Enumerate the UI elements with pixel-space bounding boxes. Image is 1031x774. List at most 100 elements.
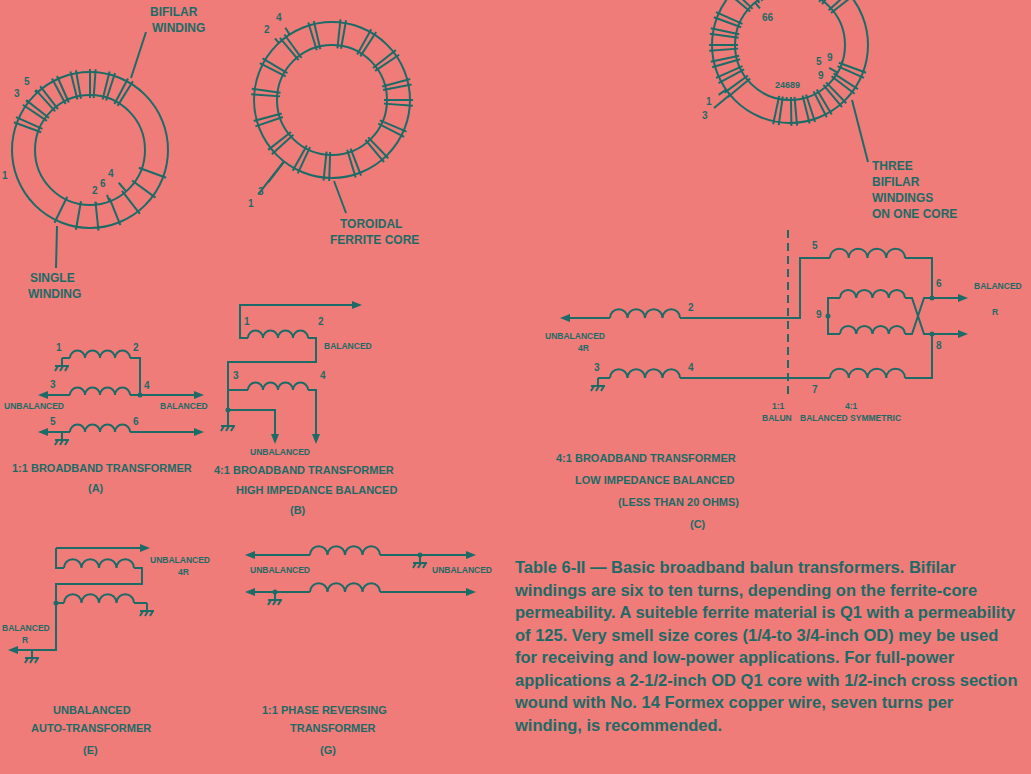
wire xyxy=(240,305,352,338)
winding-turn xyxy=(819,0,835,2)
winding-turn xyxy=(314,21,321,49)
caption: Table 6-II — Basic broadband balun trans… xyxy=(515,556,1020,736)
winding-turn xyxy=(814,91,827,117)
winding-symbol xyxy=(840,326,905,334)
part-label: UNBALANCED xyxy=(545,332,605,342)
winding-lead xyxy=(829,68,837,73)
pin-number: 5 xyxy=(50,416,56,428)
part-label: 4:1 xyxy=(845,402,857,412)
figure-title: HIGH IMPEDANCE BALANCED xyxy=(236,484,397,497)
part-label: UNBALANCED xyxy=(4,402,64,412)
winding-turn xyxy=(341,20,346,49)
winding-turn xyxy=(790,97,793,126)
winding-turn xyxy=(383,85,411,91)
winding-turn xyxy=(710,34,739,38)
ground-symbol xyxy=(55,366,58,371)
part-label: WINDING xyxy=(152,22,205,36)
part-label: UNBALANCED xyxy=(250,566,310,576)
part-label: WINDING xyxy=(28,288,81,302)
junction-dot xyxy=(418,553,423,558)
ground-symbol xyxy=(140,611,143,616)
figure-title: AUTO-TRANSFORMER xyxy=(31,722,151,735)
ground-symbol xyxy=(423,563,426,568)
toroid-core xyxy=(712,0,868,123)
winding-symbol xyxy=(610,309,680,318)
pin-number: 6 xyxy=(936,278,942,290)
pin-number: 2 xyxy=(264,24,270,36)
winding-turn xyxy=(94,69,96,98)
wire xyxy=(680,377,830,379)
winding-lead xyxy=(95,203,97,205)
part-label: BALANCED xyxy=(974,282,1022,292)
pin-number: 2 xyxy=(318,316,324,328)
part-label: BIFILAR xyxy=(872,176,919,190)
wire xyxy=(905,298,958,334)
arrowhead xyxy=(271,434,279,444)
junction-dot xyxy=(138,393,143,398)
arrowhead xyxy=(466,588,476,596)
winding-turn xyxy=(747,0,762,1)
winding-turn xyxy=(831,0,854,13)
leader-line xyxy=(56,226,57,268)
winding-symbol xyxy=(64,559,134,568)
winding-symbol xyxy=(830,249,905,258)
ground-lead xyxy=(31,650,33,658)
pin-number: 66 xyxy=(762,12,773,24)
wire xyxy=(905,298,958,334)
part-label: BIFILAR xyxy=(150,6,197,20)
pin-number: 6 xyxy=(133,416,139,428)
arrowhead xyxy=(312,434,320,444)
ground-symbol xyxy=(25,658,28,663)
pin-number: 1 xyxy=(248,198,254,210)
winding-turn xyxy=(118,81,133,106)
winding-turn xyxy=(268,132,291,150)
junction-dot xyxy=(273,590,278,595)
winding-symbol xyxy=(248,331,308,338)
wire xyxy=(380,591,466,593)
ground-symbol xyxy=(60,440,63,445)
winding-turn xyxy=(838,66,864,78)
winding-turn xyxy=(54,197,67,223)
figure-title: (A) xyxy=(88,482,103,495)
figure-title: (E) xyxy=(83,744,98,757)
winding-turn xyxy=(263,58,288,73)
winding-symbol xyxy=(64,594,134,603)
part-label: 24689 xyxy=(775,80,800,90)
winding-turn xyxy=(76,201,81,230)
part-label: ON ONE CORE xyxy=(872,208,957,222)
arrowhead xyxy=(194,391,204,399)
winding-turn xyxy=(384,104,413,106)
arrowhead xyxy=(140,544,150,552)
pin-number: 4 xyxy=(108,168,114,180)
wire xyxy=(598,377,610,379)
figure-title: TRANSFORMER xyxy=(290,722,376,735)
winding-turn xyxy=(711,56,739,62)
part-label: TOROIDAL xyxy=(340,218,402,232)
winding-turn xyxy=(375,55,399,71)
winding-turn xyxy=(76,70,81,99)
pin-number: 2 xyxy=(133,342,139,354)
ground-lead xyxy=(227,418,229,426)
ground-symbol xyxy=(596,386,599,391)
leader-line xyxy=(334,181,346,213)
wire xyxy=(905,334,932,378)
wire xyxy=(308,390,316,434)
ground-symbol xyxy=(60,366,63,371)
pin-number: 4 xyxy=(320,370,326,382)
winding-turn xyxy=(709,49,738,51)
pin-number: 7 xyxy=(812,384,818,396)
part-label: R xyxy=(22,636,28,646)
figure-title: UNBALANCED xyxy=(53,704,131,717)
winding-turn xyxy=(132,181,155,198)
winding-symbol xyxy=(310,546,380,555)
pin-number: 4 xyxy=(276,12,282,24)
junction-dot xyxy=(930,332,935,337)
winding-symbol xyxy=(310,583,380,592)
pin-number: 1 xyxy=(2,170,8,182)
figure-title: (G) xyxy=(320,744,336,757)
winding-turn xyxy=(26,100,49,118)
part-label: UNBALANCED xyxy=(432,566,492,576)
ground-symbol xyxy=(226,426,229,431)
winding-turn xyxy=(57,76,69,102)
winding-turn xyxy=(89,69,91,98)
